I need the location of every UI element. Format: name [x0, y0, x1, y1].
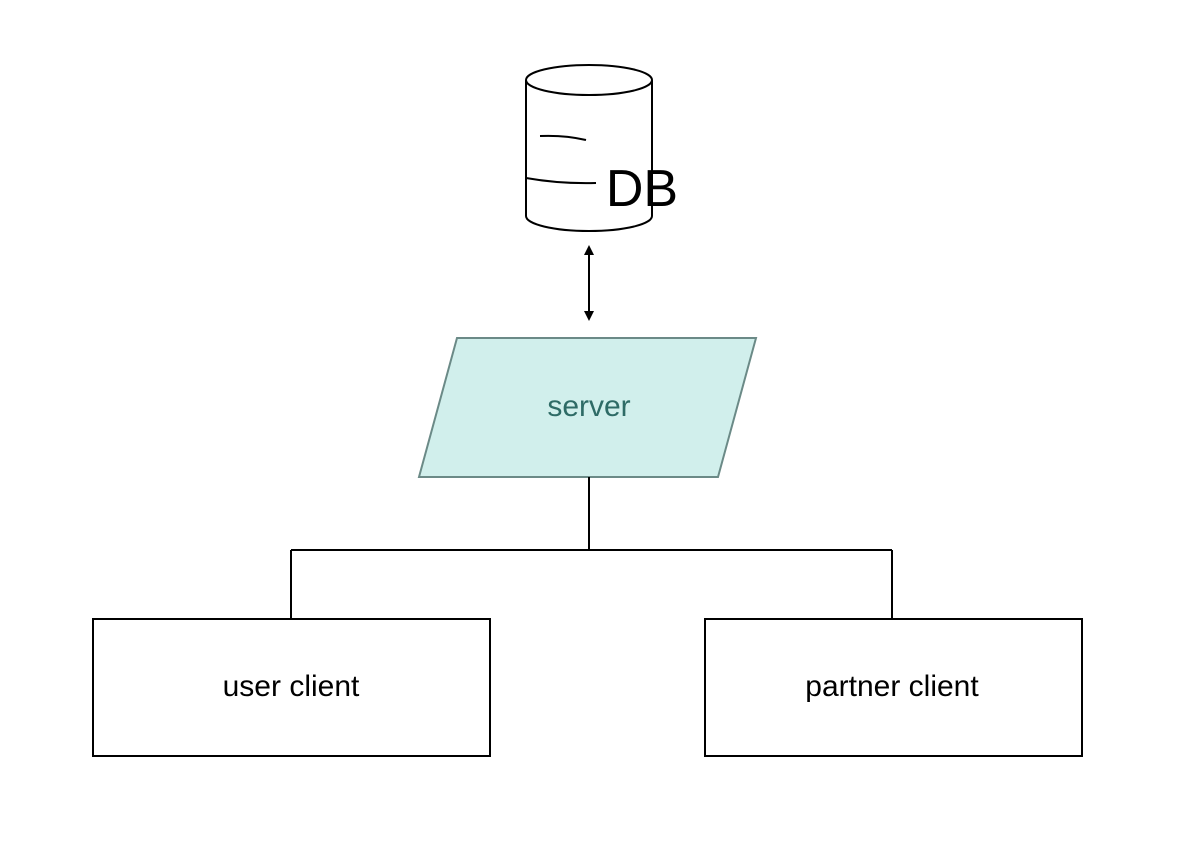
- database-icon: [525, 64, 653, 232]
- user-client-node: user client: [92, 618, 491, 757]
- partner-client-label: partner client: [805, 670, 979, 703]
- user-client-label: user client: [223, 670, 360, 703]
- server-shape: [417, 337, 758, 478]
- db-label: DB: [606, 160, 678, 218]
- server-label: server: [547, 390, 630, 423]
- user-client-box: [92, 618, 491, 757]
- server-client-connectors: [290, 477, 893, 619]
- partner-client-node: partner client: [704, 618, 1083, 757]
- server-node: server: [417, 337, 758, 478]
- partner-client-box: [704, 618, 1083, 757]
- db-node: DB: [525, 64, 678, 232]
